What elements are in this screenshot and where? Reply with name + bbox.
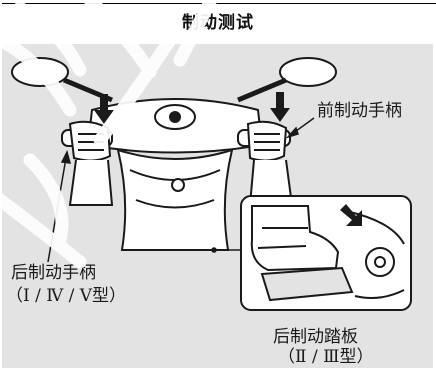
pedal-inset (240, 195, 412, 311)
left-mirror (11, 57, 113, 103)
rear-brake-pedal-types-label: （Ⅱ / Ⅲ型） (278, 347, 374, 367)
rear-brake-lever-types-label: （Ⅰ / Ⅳ / Ⅴ型） (6, 286, 127, 306)
title-rule (2, 3, 436, 4)
front-brake-lever-label: 前制动手柄 (317, 101, 402, 121)
pedal-press-arrow (340, 204, 362, 226)
right-grip-hand (237, 120, 294, 206)
squeeze-arrow-right (270, 92, 290, 122)
rear-brake-lever-label: 后制动手柄 (11, 263, 96, 283)
handlebar-body (86, 98, 264, 251)
rear-brake-pedal-label: 后制动踏板 (273, 327, 358, 347)
right-mirror (237, 57, 337, 103)
